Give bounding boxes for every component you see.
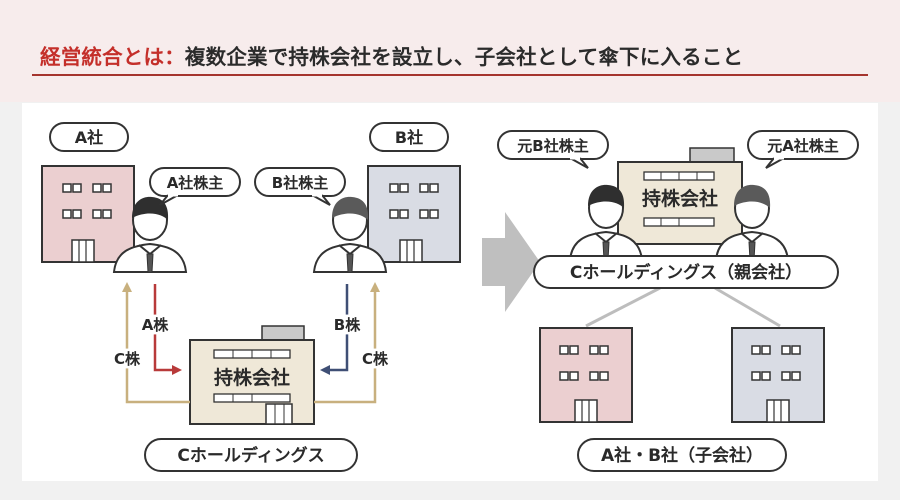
arrow-c-stock-right-label: C株 [362, 350, 389, 368]
arrow-c-stock-right: C株 [314, 282, 392, 404]
company-a-tag: A社 [49, 122, 129, 152]
holding-building-right-label: 持株会社 [642, 187, 718, 210]
header-band [0, 0, 900, 102]
arrow-a-stock: A株 [139, 284, 182, 375]
parent-pill: Cホールディングス（親会社） [533, 255, 839, 289]
arrow-b-stock-label: B株 [334, 316, 361, 334]
subsidiaries-pill: A社・B社（子会社） [577, 438, 787, 472]
subsidiary-b-building [731, 327, 825, 423]
connector-line-b [714, 286, 781, 328]
subsidiary-a-building [539, 327, 633, 423]
shareholder-a-person [113, 196, 187, 273]
title-term: 経営統合とは [40, 45, 165, 69]
company-b-label: B社 [395, 128, 423, 147]
former-b-holder-bubble: 元B社株主 [497, 130, 609, 169]
former-b-holder-person [569, 184, 643, 261]
former-a-holder-person [715, 184, 789, 261]
title-underline [32, 74, 868, 76]
parent-label: Cホールディングス（親会社） [570, 262, 802, 283]
holding-name-pill-left: Cホールディングス [144, 438, 358, 472]
company-a-label: A社 [75, 128, 103, 147]
subsidiaries-label: A社・B社（子会社） [601, 445, 763, 466]
shareholder-a-bubble: A社株主 [149, 167, 241, 206]
company-b-tag: B社 [369, 122, 449, 152]
shareholder-b-bubble: B社株主 [254, 167, 346, 206]
flow-arrow [482, 212, 540, 312]
holding-name-left-label: Cホールディングス [177, 445, 324, 466]
holding-building-left-label: 持株会社 [214, 366, 290, 389]
title-separator: ： [164, 45, 185, 69]
arrow-c-stock-left-label: C株 [114, 350, 141, 368]
title-definition: 複数企業で持株会社を設立し、子会社として傘下に入ること [184, 45, 744, 69]
company-b-building [367, 165, 461, 263]
shareholder-a-label: A社株主 [167, 174, 224, 192]
arrow-c-stock-left: C株 [111, 282, 190, 404]
shareholder-b-person [313, 196, 387, 273]
company-a-building [41, 165, 135, 263]
arrow-a-stock-label: A株 [142, 316, 170, 334]
arrow-b-stock: B株 [320, 284, 364, 375]
page-title: 経営統合とは：複数企業で持株会社を設立し、子会社として傘下に入ること [40, 40, 743, 70]
holding-building-left: 持株会社 [189, 325, 315, 425]
former-b-holder-label: 元B社株主 [517, 137, 588, 155]
connector-line-a [585, 286, 661, 328]
former-a-holder-bubble: 元A社株主 [747, 130, 859, 169]
shareholder-b-label: B社株主 [272, 174, 328, 192]
former-a-holder-label: 元A社株主 [767, 137, 839, 155]
holding-building-right: 持株会社 [617, 147, 743, 245]
